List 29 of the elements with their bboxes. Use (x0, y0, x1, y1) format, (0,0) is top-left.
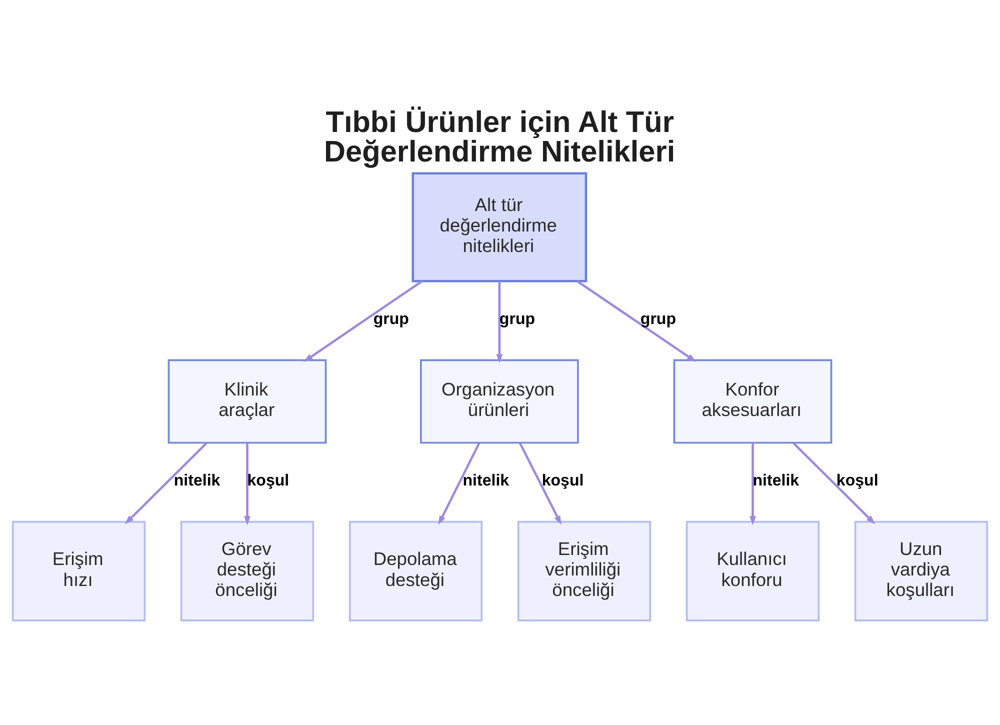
node-box: Uzun vardiya koşulları (854, 520, 988, 622)
arrow (750, 443, 756, 526)
edge-label: grup (373, 310, 409, 328)
node-box: Görev desteği önceliği (180, 520, 314, 622)
node-box: Konfor aksesuarları (673, 359, 832, 444)
arrow (438, 442, 480, 525)
arrow (576, 280, 696, 362)
edge-label: koşul (542, 471, 584, 490)
node-box: Erişim verimliliği önceliği (517, 520, 652, 622)
diagram-title: Tıbbi Ürünler için Alt Tür Değerlendirme Nitelikleri (324, 106, 676, 169)
edge-label: koşul (247, 471, 290, 490)
node-box: Organizasyon ürünleri (420, 359, 579, 444)
node-box: Kullanıcı konforu (686, 520, 820, 622)
node-box: Depolama desteği (348, 520, 483, 622)
node-box: Alt tür değerlendirme nitelikleri (412, 172, 588, 282)
edge-label: koşul (836, 471, 878, 490)
node-box: Klinik araçlar (168, 359, 327, 444)
node-box: Erişim hızı (12, 520, 146, 622)
edge-label: grup (499, 310, 536, 328)
arrow (244, 443, 250, 526)
arrow (496, 281, 503, 364)
edge-label: nitelik (174, 471, 220, 490)
edge-label: nitelik (462, 471, 510, 490)
arrow (304, 280, 423, 362)
arrow (124, 442, 208, 524)
edge-label: grup (640, 310, 676, 328)
arrow (792, 442, 876, 524)
arrow (518, 442, 562, 525)
edge-label: nitelik (752, 471, 800, 490)
